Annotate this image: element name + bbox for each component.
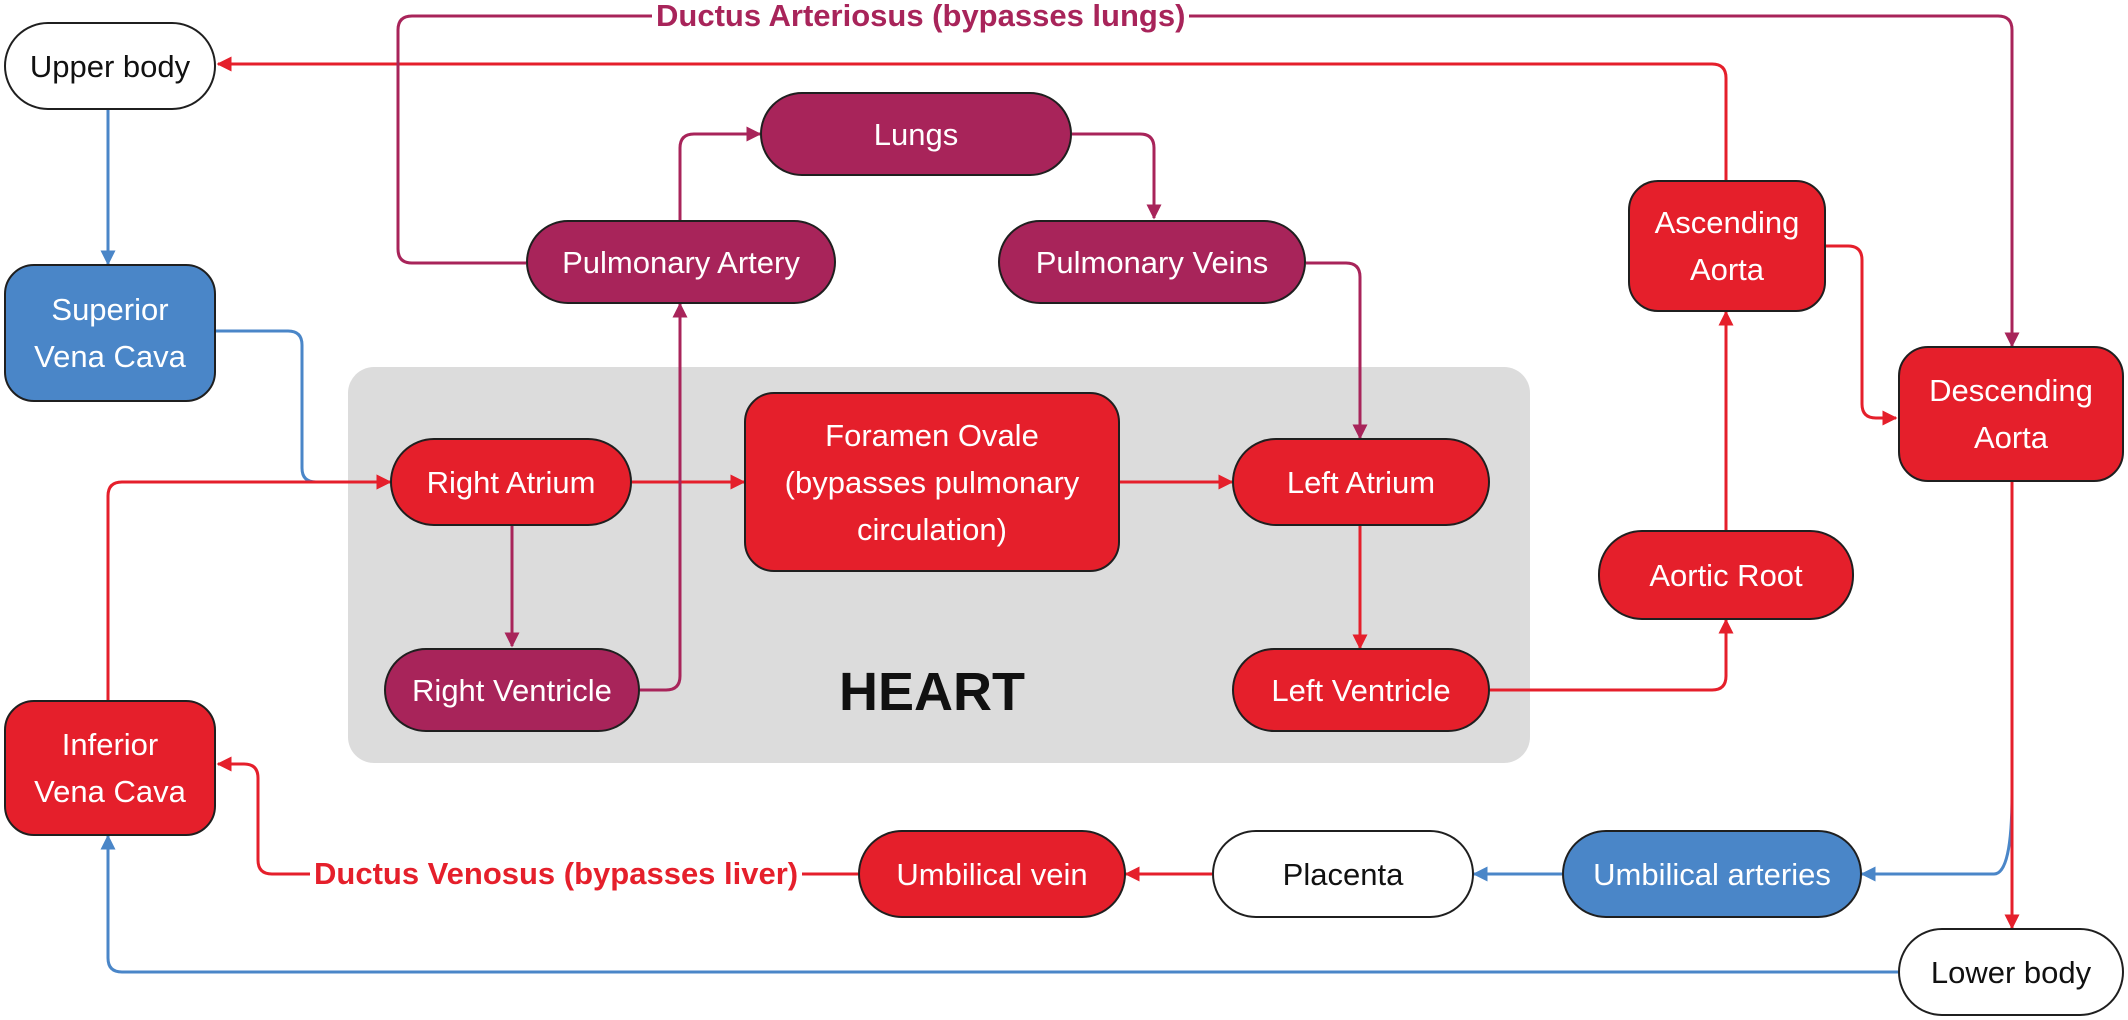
edge-ascending-aorta-descending-aorta xyxy=(1826,244,1898,426)
edge-pulmonary-veins-left-atrium xyxy=(1306,261,1368,440)
placenta-node: Placenta xyxy=(1212,830,1474,918)
edge-right-ventricle-pulmonary-artery xyxy=(640,302,688,692)
pulmonary-artery-node: Pulmonary Artery xyxy=(526,220,836,304)
edge-lungs-pulmonary-veins xyxy=(1072,132,1162,220)
heart-label: HEART xyxy=(839,662,1025,722)
edge-pulmonary-artery-lungs xyxy=(678,126,762,220)
umbilical-arteries-node: Umbilical arteries xyxy=(1562,830,1862,918)
pulmonary-veins-node: Pulmonary Veins xyxy=(998,220,1306,304)
right-atrium-node: Right Atrium xyxy=(390,438,632,526)
lungs-node: Lungs xyxy=(760,92,1072,176)
edge-lower-body-ivc xyxy=(100,834,1898,974)
aortic-root-node: Aortic Root xyxy=(1598,530,1854,620)
upper-body-node: Upper body xyxy=(4,22,216,110)
edge-ductus-venosus xyxy=(216,756,858,876)
left-ventricle-node: Left Ventricle xyxy=(1232,648,1490,732)
ascending-aorta-node: Ascending Aorta xyxy=(1628,180,1826,312)
edge-ivc-right-atrium xyxy=(106,474,392,700)
edge-ascending-aorta-upper-body xyxy=(216,56,1728,180)
foramen-ovale-node: Foramen Ovale (bypasses pulmonary circul… xyxy=(744,392,1120,572)
edge-svc-right-atrium xyxy=(216,329,392,490)
lower-body-node: Lower body xyxy=(1898,928,2124,1016)
descending-aorta-node: Descending Aorta xyxy=(1898,346,2124,482)
ductus-arteriosus-label: Ductus Arteriosus (bypasses lungs) xyxy=(652,0,1190,34)
edge-left-ventricle-aortic-root xyxy=(1490,618,1734,692)
superior-vena-cava-node: Superior Vena Cava xyxy=(4,264,216,402)
edge-descending-aorta-umbilical-arteries xyxy=(1860,793,2014,882)
left-atrium-node: Left Atrium xyxy=(1232,438,1490,526)
umbilical-vein-node: Umbilical vein xyxy=(858,830,1126,918)
ductus-venosus-label: Ductus Venosus (bypasses liver) xyxy=(310,856,803,892)
edge-ductus-arteriosus xyxy=(396,14,2020,348)
inferior-vena-cava-node: Inferior Vena Cava xyxy=(4,700,216,836)
right-ventricle-node: Right Ventricle xyxy=(384,648,640,732)
